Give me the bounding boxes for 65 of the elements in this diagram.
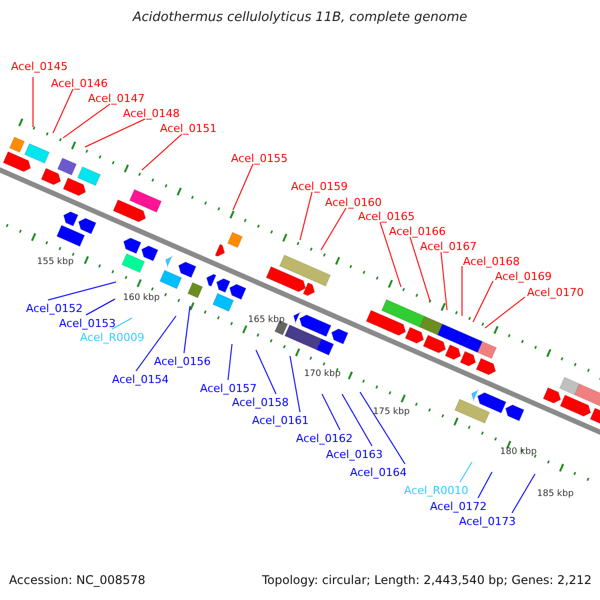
scale-label: 165 kbp: [248, 314, 285, 327]
gene-label: Acel_0161: [252, 414, 309, 427]
genome-info-text: Topology: circular; Length: 2,443,540 bp; Genes: 2,212: [262, 574, 592, 587]
leader-line: [62, 104, 110, 138]
leader-line: [112, 318, 132, 330]
gene-label: Acel_0153: [59, 317, 116, 330]
gene-label: Acel_R0009: [80, 331, 144, 344]
scale-label: 155 kbp: [37, 256, 74, 269]
leader-line: [300, 192, 312, 240]
gene-label: Acel_0145: [11, 60, 68, 73]
gene-label: Acel_0157: [200, 382, 257, 395]
leader-line: [184, 306, 190, 354]
gene-label: Acel_0163: [326, 448, 383, 461]
gene-label: Acel_0168: [463, 255, 520, 268]
gene-label: Acel_0170: [527, 286, 584, 299]
gene-label: Acel_0160: [325, 196, 382, 209]
leader-line: [84, 118, 146, 148]
leader-line: [290, 356, 300, 412]
leader-line: [360, 392, 406, 464]
gene-label: Acel_0173: [459, 515, 516, 528]
leader-line: [380, 222, 402, 288]
leader-line: [410, 236, 430, 302]
leader-line: [342, 394, 372, 446]
scale-label: 175 kbp: [373, 406, 410, 419]
gene-label: Acel_0166: [389, 225, 446, 238]
leader-line: [484, 296, 526, 328]
leader-line: [228, 344, 232, 380]
leader-line: [52, 88, 74, 134]
scale-label: 170 kbp: [304, 368, 341, 381]
leader-line: [478, 472, 492, 498]
gene-label: Acel_0146: [51, 77, 108, 90]
gene-label: Acel_0169: [495, 270, 552, 283]
gene-label: Acel_0151: [160, 122, 217, 135]
leader-line: [48, 282, 116, 300]
gene-label: Acel_0167: [420, 240, 477, 253]
leader-line: [142, 134, 182, 170]
leader-line: [322, 394, 340, 430]
gene-label: Acel_0158: [232, 396, 289, 409]
gene-label: Acel_0152: [26, 302, 83, 315]
scale-label: 180 kbp: [500, 446, 537, 459]
gene-label: Acel_R0010: [404, 484, 468, 497]
gene-label: Acel_0165: [358, 210, 415, 223]
leader-line: [232, 164, 254, 210]
leader-line: [86, 298, 116, 316]
gene-label: Acel_0172: [430, 500, 487, 513]
gene-label: Acel_0154: [112, 373, 169, 386]
gene-label: Acel_0162: [296, 432, 353, 445]
scale-label: 160 kbp: [123, 292, 160, 305]
gene-label: Acel_0156: [154, 355, 211, 368]
accession-text: Accession: NC_008578: [9, 574, 146, 587]
leader-line: [440, 252, 448, 310]
leader-line: [460, 462, 472, 482]
leader-line: [320, 208, 346, 250]
gene-label: Acel_0155: [231, 152, 288, 165]
gene-label: Acel_0159: [291, 180, 348, 193]
leader-line: [512, 474, 536, 514]
gene-label: Acel_0164: [350, 466, 407, 479]
scale-label: 185 kbp: [537, 488, 574, 501]
leader-line: [256, 350, 276, 394]
leader-line: [472, 280, 494, 322]
leader-line: [136, 316, 176, 372]
gene-label: Acel_0147: [88, 92, 145, 105]
map-title: Acidothermus cellulolyticus 11B, complete genome: [131, 11, 468, 24]
leader-line: [32, 76, 34, 128]
gene-label: Acel_0148: [123, 107, 180, 120]
